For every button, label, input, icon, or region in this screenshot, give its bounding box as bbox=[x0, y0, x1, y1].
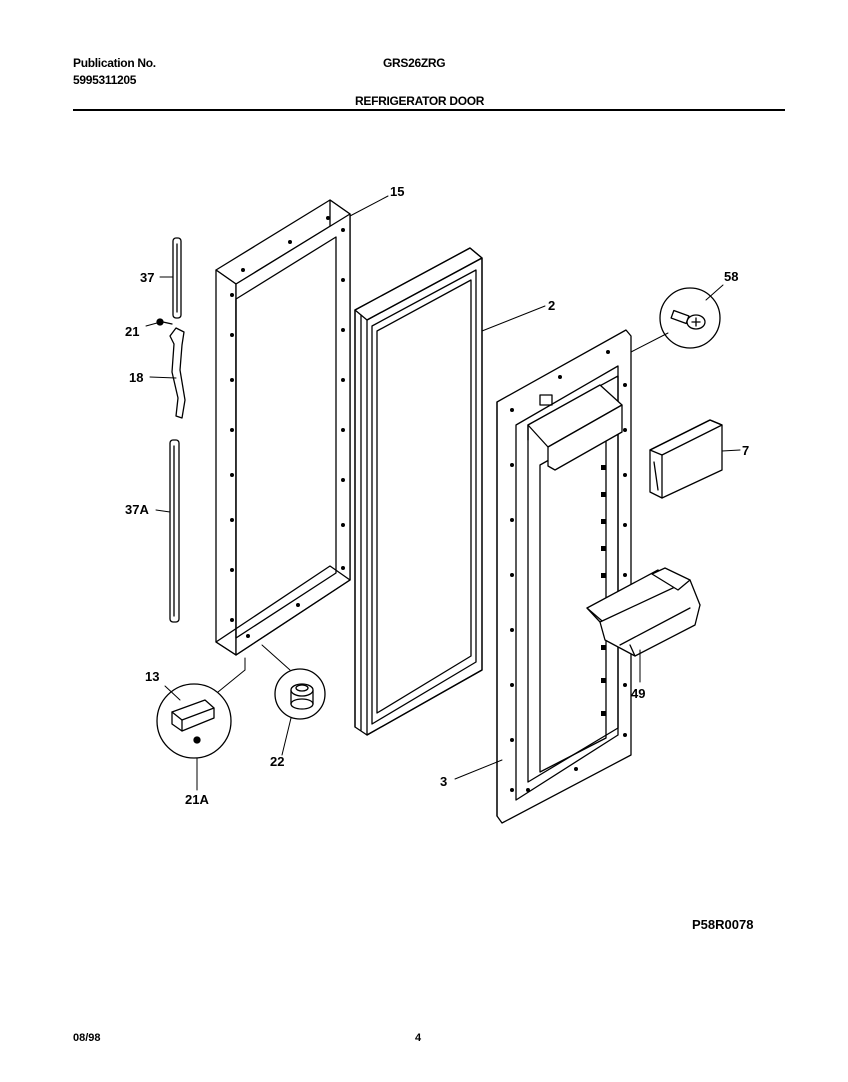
part-22-bushing-detail bbox=[274, 668, 326, 720]
callout-15: 15 bbox=[390, 184, 404, 199]
leader-lines bbox=[145, 195, 741, 791]
model-number: GRS26ZRG bbox=[383, 56, 446, 70]
section-title: REFRIGERATOR DOOR bbox=[355, 94, 485, 108]
callout-21a: 21A bbox=[185, 792, 209, 807]
header-rule bbox=[73, 109, 785, 111]
callout-2: 2 bbox=[548, 298, 555, 313]
callout-labels: 15 37 21 18 37A 2 58 7 49 3 13 22 21A bbox=[125, 184, 749, 807]
footer-date: 08/98 bbox=[73, 1032, 101, 1044]
callout-21: 21 bbox=[125, 324, 139, 339]
callout-3: 3 bbox=[440, 774, 447, 789]
publication-number: 5995311205 bbox=[73, 73, 137, 87]
part-13-hinge-detail bbox=[156, 683, 232, 759]
callout-37a: 37A bbox=[125, 502, 149, 517]
page-number: 4 bbox=[415, 1032, 422, 1044]
part-21-screw bbox=[156, 318, 173, 326]
part-18-hinge-bar bbox=[169, 327, 186, 419]
part-3-door-liner bbox=[496, 329, 632, 824]
publication-label: Publication No. bbox=[73, 56, 156, 70]
callout-22: 22 bbox=[270, 754, 284, 769]
callout-58: 58 bbox=[724, 269, 738, 284]
diagram-code: P58R0078 bbox=[692, 917, 754, 932]
part-58-screw-detail bbox=[659, 287, 721, 349]
part-37a-hinge-pin-lower bbox=[169, 439, 180, 623]
part-37-hinge-pin-upper bbox=[172, 237, 182, 319]
part-49-door-bin bbox=[586, 567, 701, 657]
part-7-handle-trim bbox=[649, 419, 723, 499]
callout-49: 49 bbox=[631, 686, 645, 701]
callout-7: 7 bbox=[742, 443, 749, 458]
part-2-door-gasket bbox=[354, 247, 483, 736]
callout-37: 37 bbox=[140, 270, 154, 285]
callout-18: 18 bbox=[129, 370, 143, 385]
callout-13: 13 bbox=[145, 669, 159, 684]
part-15-door-frame bbox=[215, 199, 351, 656]
